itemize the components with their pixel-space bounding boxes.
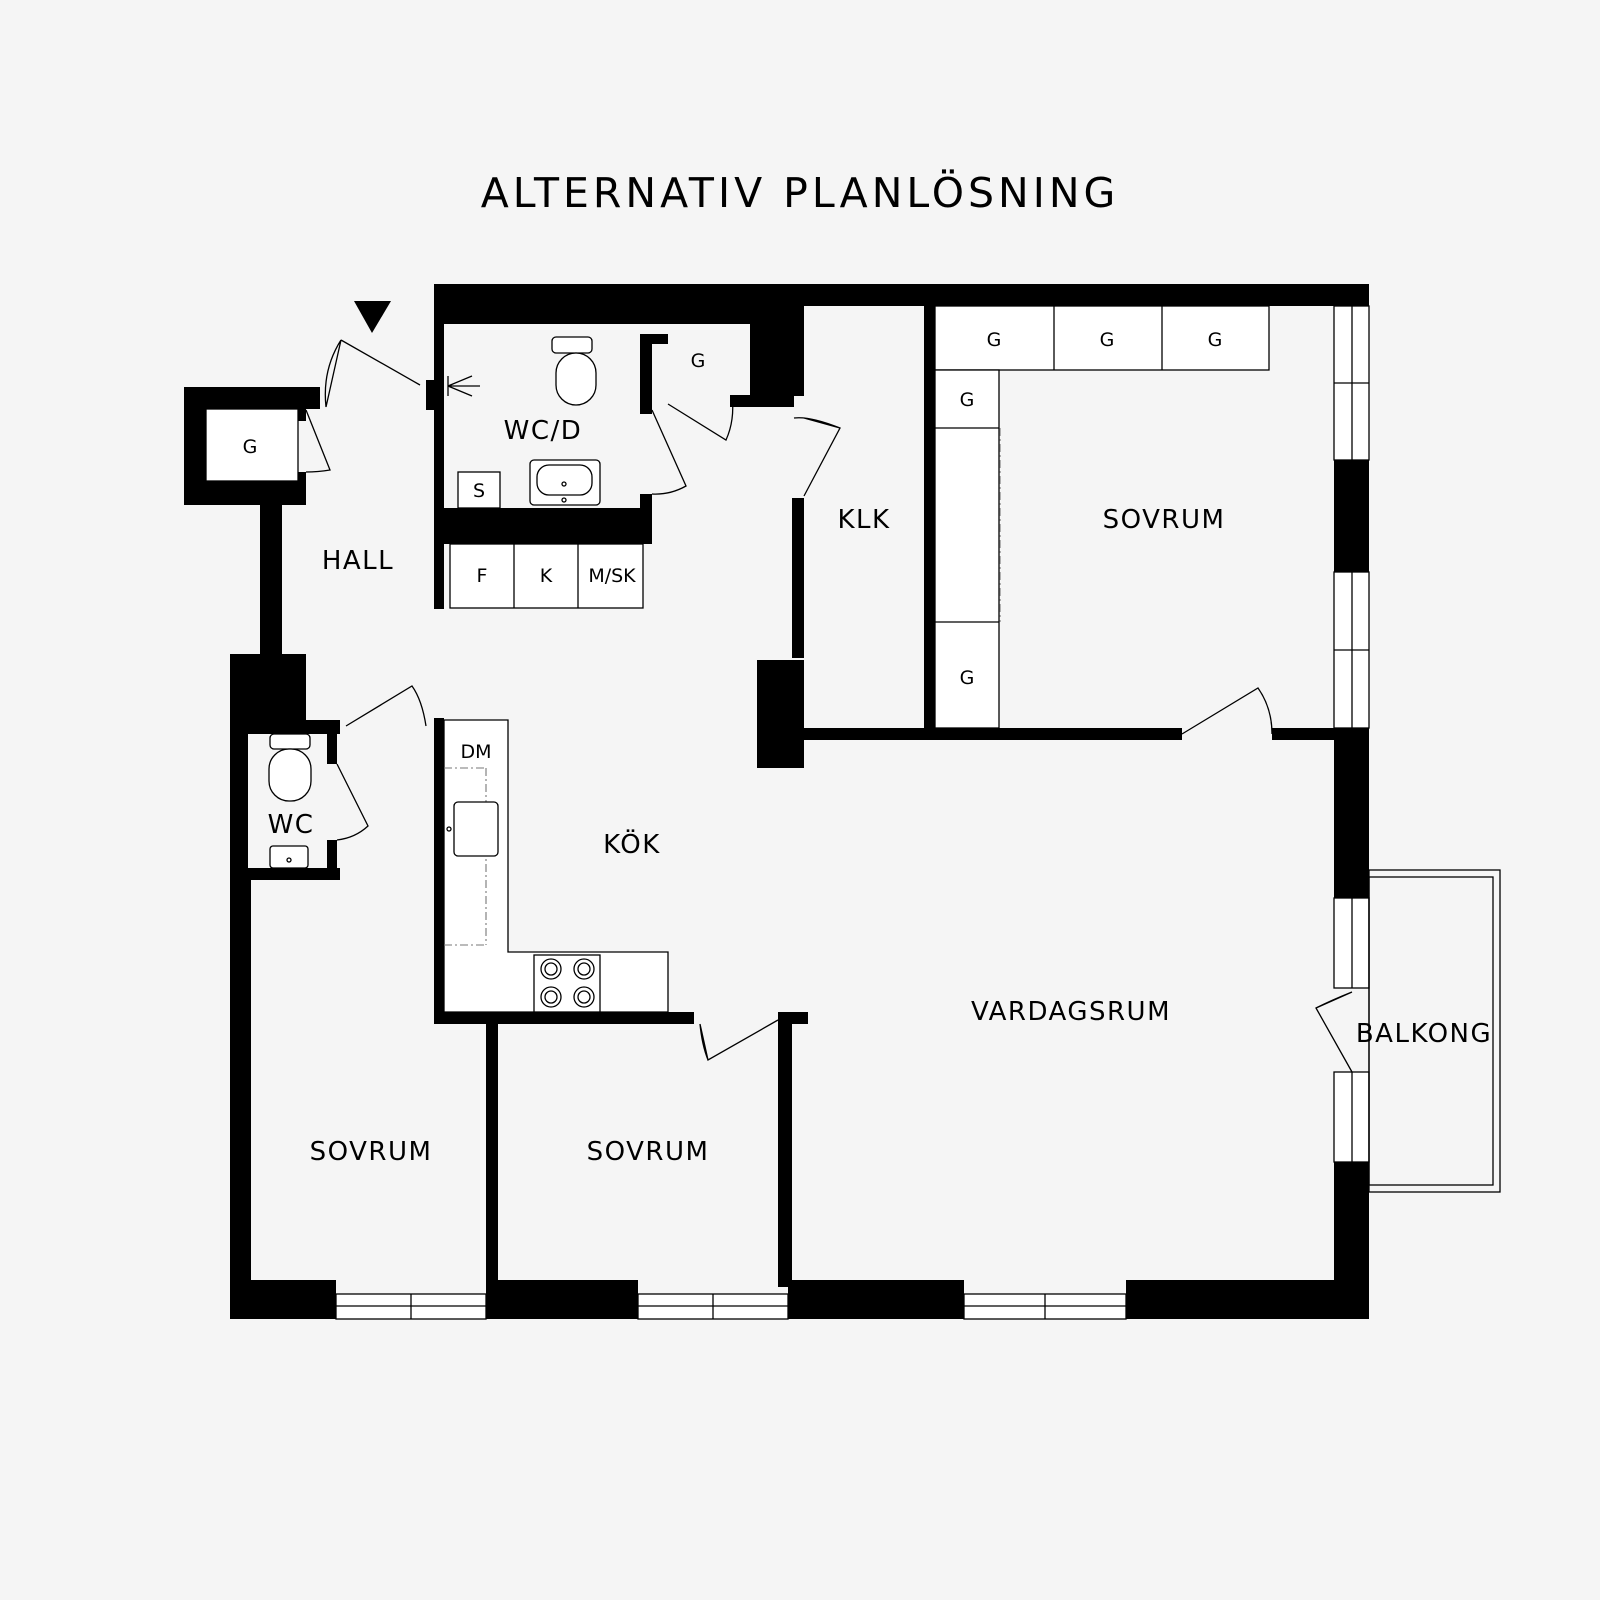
balcony bbox=[1368, 869, 1501, 1193]
storage-label-g-wcd: G bbox=[691, 350, 706, 372]
room-label-vardagsrum: VARDAGSRUM bbox=[971, 997, 1171, 1027]
appliance-label-f: F bbox=[477, 565, 488, 587]
walls bbox=[184, 284, 1369, 1319]
appliance-label-msk: M/SK bbox=[588, 565, 636, 587]
room-label-balkong: BALKONG bbox=[1356, 1019, 1492, 1049]
room-label-hall: HALL bbox=[322, 546, 394, 576]
wc-d-sink-icon bbox=[529, 459, 601, 506]
appliance-label-k: K bbox=[540, 565, 553, 587]
floor-drain-icon bbox=[447, 375, 480, 397]
room-label-klk: KLK bbox=[837, 505, 890, 535]
bedroom-wardrobes bbox=[934, 305, 1270, 729]
storage-label-g-top-3: G bbox=[1208, 329, 1223, 351]
wc-d-toilet-icon bbox=[551, 336, 597, 406]
storage-label-g-top-1: G bbox=[987, 329, 1002, 351]
storage-label-g-hall: G bbox=[243, 436, 258, 458]
room-label-kok: KÖK bbox=[603, 828, 661, 860]
wc-toilet-icon bbox=[268, 733, 312, 802]
storage-label-g-side-1: G bbox=[960, 389, 975, 411]
laundry-units bbox=[449, 543, 644, 609]
wc-sink-icon bbox=[269, 845, 309, 869]
hall-storage bbox=[205, 408, 299, 482]
storage-label-s: S bbox=[473, 480, 485, 502]
windows bbox=[335, 305, 1370, 1320]
room-label-wc-d: WC/D bbox=[504, 416, 583, 446]
storage-label-g-top-2: G bbox=[1100, 329, 1115, 351]
room-label-sovrum-main: SOVRUM bbox=[1103, 505, 1226, 535]
stove-icon bbox=[533, 954, 601, 1013]
room-label-sovrum-mid: SOVRUM bbox=[587, 1137, 710, 1167]
kitchen-counter bbox=[443, 719, 669, 1013]
shower-box bbox=[457, 471, 501, 509]
plan-title: ALTERNATIV PLANLÖSNING bbox=[481, 169, 1120, 217]
room-label-wc: WC bbox=[268, 810, 315, 840]
doors bbox=[305, 339, 1353, 1073]
appliance-label-dm: DM bbox=[460, 741, 491, 763]
storage-label-g-side-2: G bbox=[960, 667, 975, 689]
entrance-arrow-icon bbox=[354, 301, 391, 333]
room-label-sovrum-left: SOVRUM bbox=[310, 1137, 433, 1167]
